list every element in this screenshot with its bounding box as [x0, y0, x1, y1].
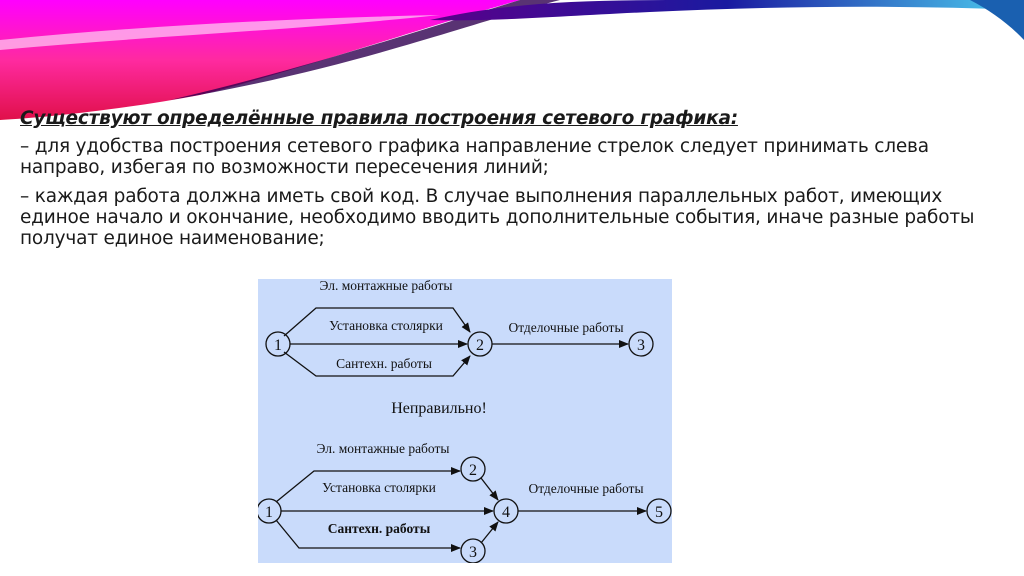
- node-circle: [646, 498, 672, 524]
- node-circle: [460, 456, 486, 482]
- node-circle: [258, 498, 282, 524]
- node-label: 4: [502, 504, 510, 521]
- arrow-electrical-wrong: [283, 307, 471, 337]
- node-circle: [460, 538, 486, 563]
- node-circle: [265, 331, 291, 357]
- node-label: 3: [469, 544, 477, 561]
- rule-paragraph-1: – для удобства построения сетевого графи…: [20, 136, 929, 178]
- arrow-electrical-right: [275, 467, 461, 503]
- arrow-dummy-3-4: [480, 521, 499, 544]
- slide-heading: Существуют определённые правила построен…: [20, 108, 738, 129]
- arrow-plumbing-wrong: [283, 351, 471, 377]
- verdict-label: Неправильно!: [391, 400, 487, 417]
- network-diagram: Эл. монтажные работы Установка столярки …: [258, 279, 672, 563]
- label-carpentry-right: Установка столярки: [322, 480, 436, 495]
- node-label: 1: [265, 504, 273, 521]
- decorative-ribbon-banner: [0, 0, 1024, 120]
- node-label: 2: [476, 337, 484, 354]
- label-electrical-right: Эл. монтажные работы: [317, 441, 450, 456]
- label-plumbing-wrong: Сантехн. работы: [336, 356, 432, 371]
- label-electrical-wrong: Эл. монтажные работы: [320, 279, 453, 293]
- node-circle: [493, 498, 519, 524]
- arrow-plumbing-right: [275, 519, 461, 552]
- label-carpentry-wrong: Установка столярки: [329, 318, 443, 333]
- node-label: 2: [469, 462, 477, 479]
- arrow-dummy-2-4: [480, 477, 499, 501]
- slide-body: Существуют определённые правила построен…: [20, 108, 1010, 257]
- label-finishing-wrong: Отделочные работы: [508, 320, 623, 335]
- label-finishing-right: Отделочные работы: [528, 481, 643, 496]
- node-label: 3: [637, 337, 645, 354]
- node-circle: [628, 331, 654, 357]
- node-circle: [467, 331, 493, 357]
- node-label: 1: [274, 337, 282, 354]
- label-plumbing-right: Сантехн. работы: [328, 521, 431, 536]
- node-label: 5: [655, 504, 663, 521]
- rule-paragraph-2: – каждая работа должна иметь свой код. В…: [20, 186, 975, 249]
